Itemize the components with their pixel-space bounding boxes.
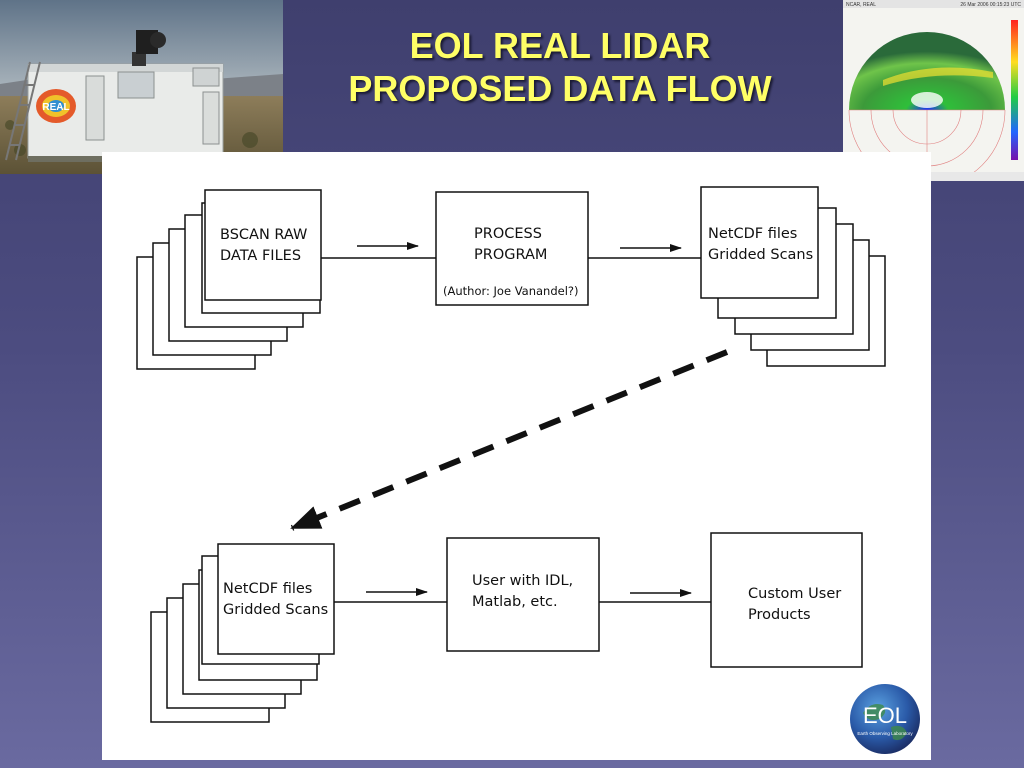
netcdf-bottom-label-1: NetCDF files [223,581,312,597]
netcdf-bottom-label-2: Gridded Scans [223,602,328,618]
svg-text:EOL: EOL [863,703,907,728]
user-idl-label-2: Matlab, etc. [472,594,558,610]
eol-logo: EOL Earth Observing Laboratory [850,684,920,754]
svg-text:Earth Observing Laboratory: Earth Observing Laboratory [857,731,913,736]
bscan-raw-label-2: DATA FILES [220,248,301,264]
process-label-1: PROCESS [474,226,542,242]
svg-text:NCAR, REAL: NCAR, REAL [846,2,876,8]
custom-products-label-1: Custom User [748,586,841,602]
user-idl-box [446,537,600,652]
process-label-2: PROGRAM [474,247,547,263]
svg-text:REAL: REAL [42,102,69,113]
netcdf-top-files-stack [700,186,886,367]
netcdf-bottom-files-stack [150,543,335,723]
process-program-box [435,191,589,306]
bscan-raw-label-1: BSCAN RAW [220,227,307,243]
netcdf-top-label-2: Gridded Scans [708,247,813,263]
lidar-trailer-photo: REAL [0,0,283,174]
lidar-scan-image: NCAR, REAL 26 Mar 2006 00:15:23 UTC [843,0,1024,181]
bscan-raw-files-stack [136,189,322,370]
slide-title: EOL REAL LIDAR PROPOSED DATA FLOW [300,24,820,110]
netcdf-top-label-1: NetCDF files [708,226,797,242]
svg-text:26 Mar 2006 00:15:23 UTC: 26 Mar 2006 00:15:23 UTC [960,2,1021,8]
user-idl-label-1: User with IDL, [472,573,573,589]
diagram-panel: BSCAN RAW DATA FILES PROCESS PROGRAM (Au… [102,152,931,760]
custom-products-box [710,532,863,668]
dashed-transfer-arrow [290,349,729,531]
title-line-2: PROPOSED DATA FLOW [348,68,772,109]
title-line-1: EOL REAL LIDAR [409,25,711,66]
process-author: (Author: Joe Vanandel?) [443,284,579,298]
custom-products-label-2: Products [748,607,811,623]
